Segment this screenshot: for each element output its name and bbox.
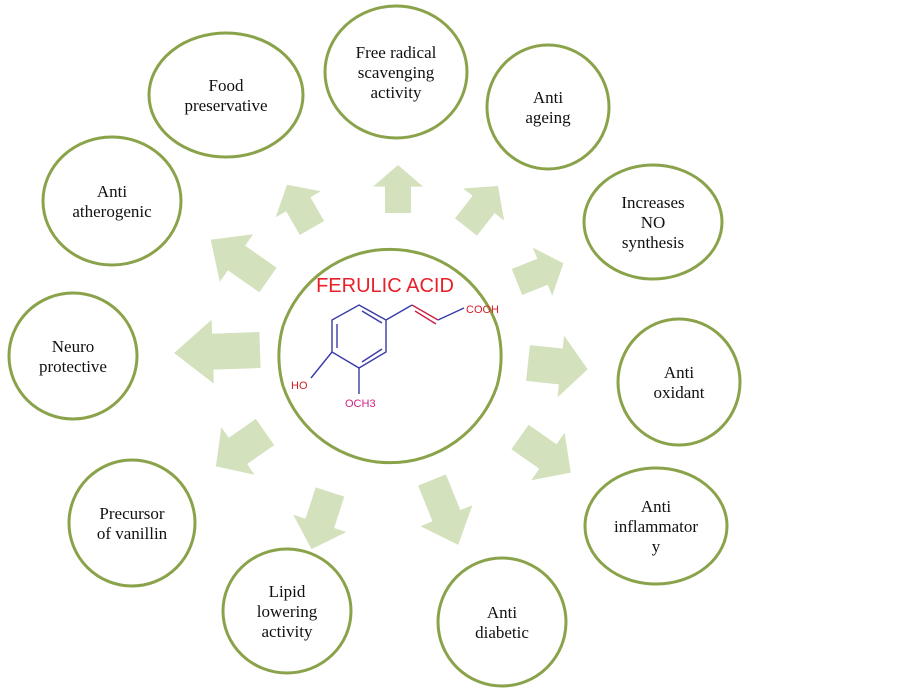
benzene-ring — [331, 304, 387, 369]
node-label-anti-diabetic-line-0: Anti — [487, 603, 518, 622]
node-circle-no-synthesis — [582, 163, 724, 281]
benzene-inner-bond-2 — [361, 310, 383, 324]
node-label-vanillin-line-0: Precursor — [99, 504, 164, 523]
hydroxyl-bond — [310, 351, 333, 379]
node-label-anti-oxidant-line-1: oxidant — [654, 383, 705, 402]
node-label-anti-inflammatory-line-2: y — [652, 537, 661, 556]
node-circle-anti-atherogenic — [41, 135, 183, 267]
center-ring-bottom — [281, 385, 499, 465]
node-label-food-preservative-line-1: preservative — [184, 96, 267, 115]
carboxyl-label: COOH — [466, 304, 499, 316]
arrow-no-synthesis — [511, 247, 564, 296]
node-label-neuro-protective-line-0: Neuro — [52, 337, 94, 356]
arrow-anti-oxidant — [526, 335, 588, 398]
node-label-free-radical-line-0: Free radical — [356, 43, 437, 62]
node-label-vanillin-line-1: of vanillin — [97, 524, 168, 543]
node-label-no-synthesis-line-1: NO — [641, 213, 666, 232]
node-circle-anti-oxidant — [616, 317, 742, 447]
side-chain-bond-2 — [437, 307, 465, 321]
node-label-anti-inflammatory-line-1: inflammator — [614, 517, 698, 536]
node-label-anti-atherogenic-line-0: Anti — [97, 182, 128, 201]
center-ring-top — [281, 247, 499, 327]
node-circle-vanillin — [67, 458, 197, 588]
node-circle-anti-ageing — [485, 43, 611, 171]
node-label-anti-atherogenic-line-1: atherogenic — [72, 202, 152, 221]
node-label-neuro-protective-line-1: protective — [39, 357, 107, 376]
arrow-vanillin — [215, 418, 275, 475]
center-ring-right — [495, 325, 503, 387]
ferulic-acid-structure: COOH HO OCH3 — [291, 304, 499, 410]
node-label-anti-ageing-line-0: Anti — [533, 88, 564, 107]
node-label-food-preservative-line-0: Food — [209, 76, 244, 95]
arrow-free-radical — [373, 165, 423, 213]
arrow-anti-inflam — [511, 424, 571, 481]
arrow-food — [275, 184, 325, 235]
center-ring-left — [277, 325, 285, 387]
node-label-anti-ageing-line-1: ageing — [525, 108, 571, 127]
node-circle-free-radical — [323, 4, 469, 140]
arrow-anti-diabetic — [418, 474, 473, 545]
node-label-no-synthesis-line-2: synthesis — [622, 233, 684, 252]
node-label-anti-inflammatory-line-0: Anti — [641, 497, 672, 516]
node-circle-lipid-lowering — [221, 547, 353, 675]
arrow-anti-ageing — [455, 186, 505, 236]
arrow-neuro — [174, 319, 261, 384]
node-circle-food-preservative — [147, 31, 305, 159]
side-chain-double-bond-inner — [414, 310, 437, 325]
node-label-free-radical-line-1: scavenging — [358, 63, 435, 82]
node-label-lipid-lowering-line-1: lowering — [257, 602, 318, 621]
hydroxyl-label: HO — [291, 380, 308, 392]
arrows-layer — [174, 165, 588, 550]
arrow-lipid — [293, 487, 347, 550]
side-chain-double-bond — [411, 304, 439, 321]
node-circle-neuro-protective — [7, 291, 139, 421]
node-label-no-synthesis-line-0: Increases — [621, 193, 684, 212]
benzene-inner-bond-3 — [361, 348, 383, 363]
node-circle-anti-diabetic — [436, 556, 568, 688]
node-label-anti-diabetic-line-1: diabetic — [475, 623, 529, 642]
methoxy-label: OCH3 — [345, 398, 376, 410]
node-label-free-radical-line-2: activity — [371, 83, 422, 102]
node-circle-anti-inflammatory — [583, 466, 729, 586]
node-label-anti-oxidant-line-0: Anti — [664, 363, 695, 382]
node-label-lipid-lowering-line-2: activity — [262, 622, 313, 641]
center-title: FERULIC ACID — [316, 275, 454, 297]
center-node: FERULIC ACID COOH HO OCH3 — [277, 247, 503, 465]
side-chain-bond-1 — [385, 304, 413, 321]
arrow-atherogenic — [210, 234, 277, 293]
node-label-lipid-lowering-line-0: Lipid — [269, 582, 306, 601]
